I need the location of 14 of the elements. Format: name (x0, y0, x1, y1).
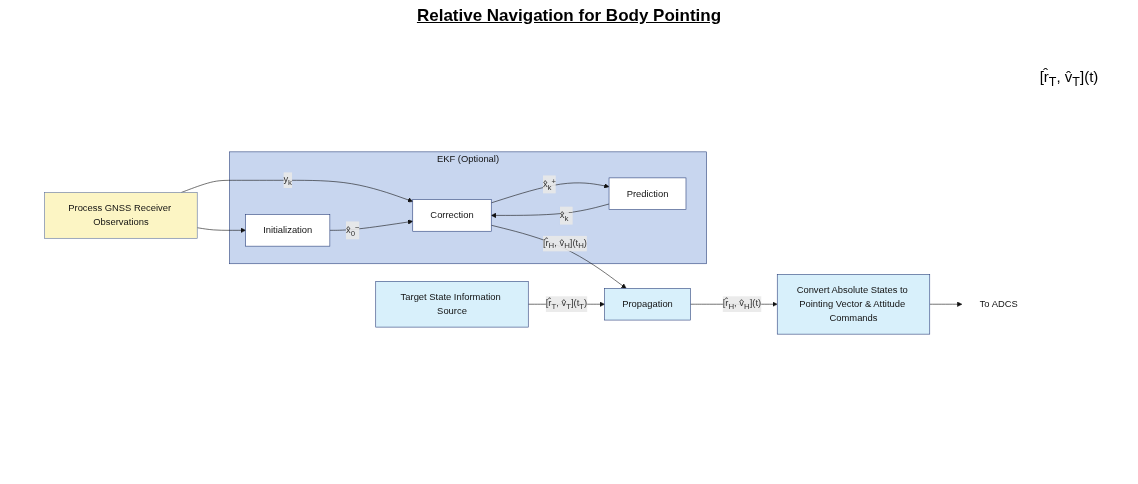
edge-label: [r̂$_{H}$, v̂$_{H}$](t$_{H}$) (542, 237, 587, 250)
node-box: Convert Absolute States to Pointing Vector & Attitude Commands (776, 274, 930, 335)
node-box: Process GNSS Receiver Observations (44, 192, 198, 239)
node-box: Correction (412, 199, 492, 232)
edge-label-note: [r̂$_{T}$, v̂$_{T}$](t) (1039, 68, 1099, 89)
node-text: To ADCS (979, 298, 1018, 309)
node-box: Prediction (608, 177, 686, 210)
node-box: Propagation (604, 288, 691, 321)
node-box: Target State Information Source (375, 281, 529, 328)
node-box: Initialization (245, 214, 330, 247)
edge-label: [r̂$_{H}$, v̂$_{H}$](t) (722, 298, 761, 311)
edge-label: y$_{k}$ (283, 174, 292, 187)
diagram-title: Relative Navigation for Body Pointing (415, 6, 723, 26)
edge-label: [r̂$_{T}$, v̂$_{T}$](t$_{T}$) (545, 298, 587, 311)
